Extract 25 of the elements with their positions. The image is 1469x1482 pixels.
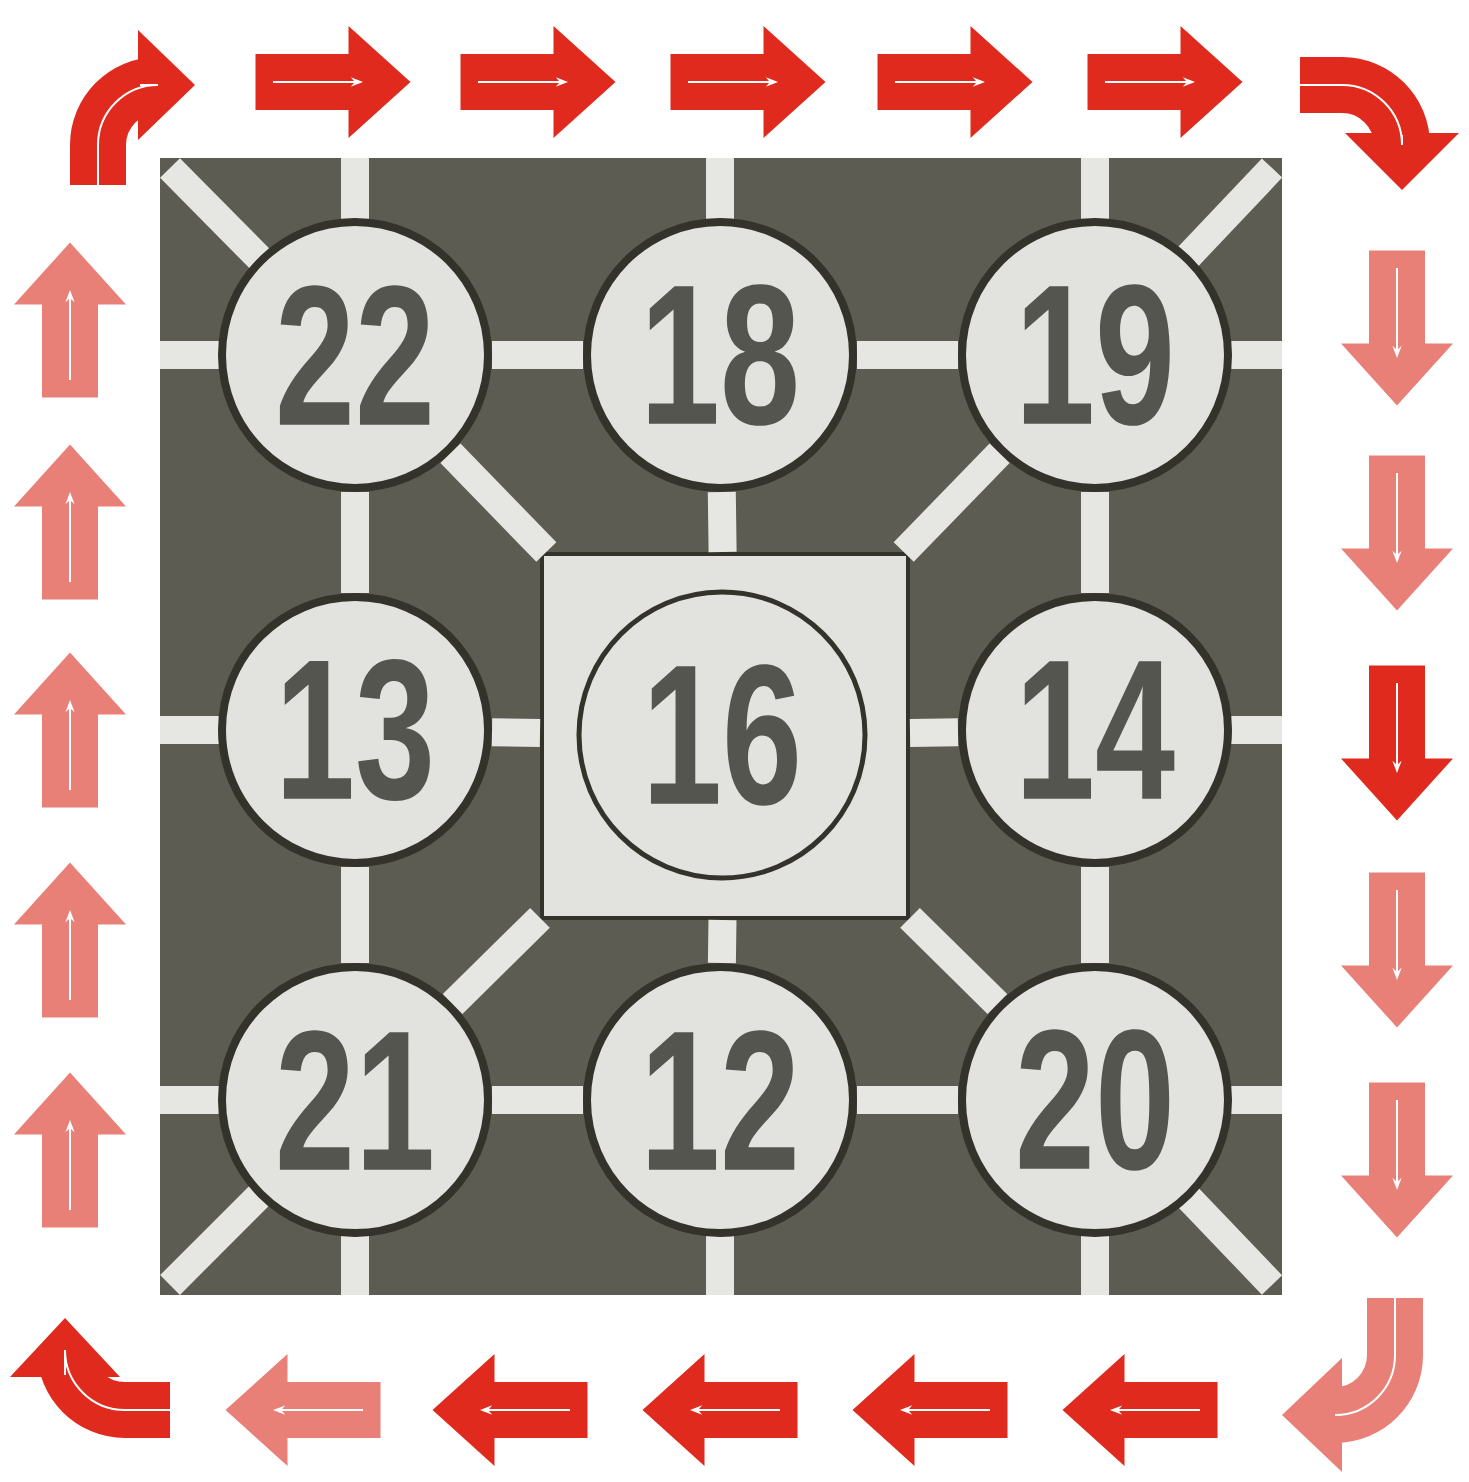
number-disc: 22	[218, 218, 492, 492]
connecting-bar	[341, 867, 369, 963]
number-disc: 13	[218, 593, 492, 867]
number-disc: 19	[958, 218, 1232, 492]
connecting-bar	[492, 341, 583, 369]
connecting-bar	[1081, 867, 1109, 963]
number-disc: 21	[218, 963, 492, 1237]
connecting-bar	[491, 718, 541, 747]
connecting-bar	[857, 1086, 958, 1114]
connecting-bar	[857, 341, 958, 369]
connecting-bar	[900, 907, 1008, 1014]
connecting-bar	[707, 491, 737, 553]
number-disc: 12	[583, 963, 857, 1237]
number-disc: 16	[576, 589, 868, 881]
connecting-bar	[341, 492, 369, 593]
connecting-bar	[1081, 492, 1109, 593]
number-disc: 18	[583, 218, 857, 492]
connecting-bar	[440, 443, 557, 562]
connecting-bar	[492, 1086, 583, 1114]
connecting-bar	[442, 907, 550, 1014]
number-disc: 20	[958, 963, 1232, 1237]
connecting-bar	[909, 718, 959, 747]
connecting-bar	[707, 919, 737, 964]
connecting-bar	[893, 443, 1010, 562]
number-disc: 14	[958, 593, 1232, 867]
